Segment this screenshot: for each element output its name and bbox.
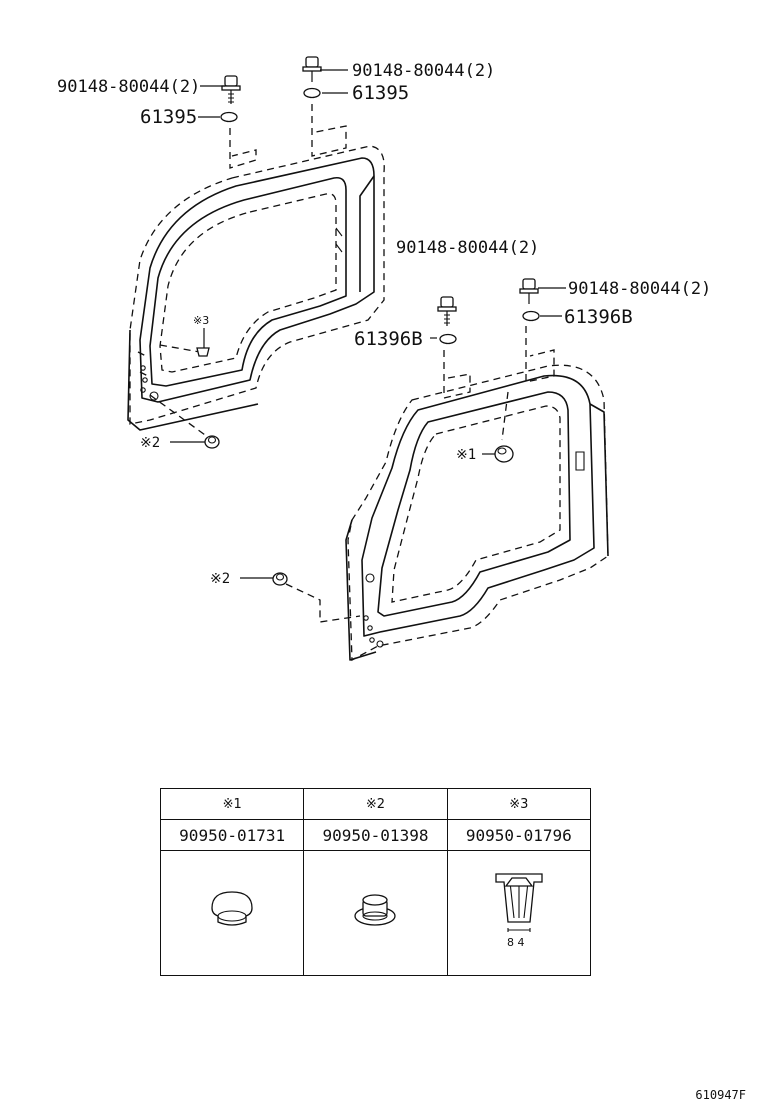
callout-bolt-center: 90148-80044(2) bbox=[352, 61, 495, 81]
callout-mark2-front: ※2 bbox=[140, 435, 160, 451]
round-plug-icon bbox=[494, 445, 514, 463]
legend-part-number: 90950-01796 bbox=[446, 819, 592, 851]
rear-door-opening-frame bbox=[285, 326, 609, 662]
legend-mark: ※1 bbox=[159, 788, 305, 820]
callout-mark2-rear: ※2 bbox=[210, 571, 230, 587]
washer-icon bbox=[220, 111, 238, 123]
round-plug-icon bbox=[211, 891, 253, 926]
diagram-id: 610947F bbox=[695, 1088, 746, 1102]
legend-picture bbox=[303, 850, 448, 976]
legend-part-number: 90950-01398 bbox=[303, 819, 448, 851]
front-door-opening-frame bbox=[127, 104, 385, 441]
callout-bolt-rear-right: 90148-80044(2) bbox=[568, 279, 711, 299]
callout-mark1-rear: ※1 bbox=[456, 447, 476, 463]
legend-part-number-row: 90950-01731 90950-01398 90950-01796 bbox=[159, 819, 592, 851]
grommet-icon bbox=[272, 572, 288, 586]
callout-washer-rear-right: 61396B bbox=[564, 306, 633, 328]
bolt-icon bbox=[302, 56, 322, 82]
callout-washer-rear-left: 61396B bbox=[354, 328, 423, 350]
washer-icon bbox=[439, 333, 457, 345]
legend-mark: ※2 bbox=[303, 788, 448, 820]
callout-bolt-left: 90148-80044(2) bbox=[57, 77, 200, 97]
callout-bolt-rear-left: 90148-80044(2) bbox=[396, 238, 539, 258]
legend-table: ※1 ※2 ※3 90950-01731 90950-01398 90950-0… bbox=[159, 788, 592, 976]
legend-picture-row: 8 4 bbox=[159, 850, 592, 976]
bolt-icon bbox=[221, 75, 241, 104]
clip-dimension: 8 4 bbox=[507, 936, 525, 949]
legend-mark-row: ※1 ※2 ※3 bbox=[159, 788, 592, 820]
bolt-icon bbox=[519, 278, 539, 304]
legend-mark: ※3 bbox=[446, 788, 592, 820]
legend-picture: 8 4 bbox=[446, 850, 592, 976]
washer-icon bbox=[303, 87, 321, 99]
legend-picture bbox=[159, 850, 305, 976]
clip-icon bbox=[196, 347, 210, 357]
clip-icon: 8 4 bbox=[495, 873, 543, 949]
grommet-icon bbox=[204, 435, 220, 449]
grommet-icon bbox=[354, 894, 397, 926]
legend-part-number: 90950-01731 bbox=[159, 819, 305, 851]
callout-mark3-front: ※3 bbox=[193, 314, 209, 327]
callout-washer-center: 61395 bbox=[352, 82, 409, 104]
washer-icon bbox=[522, 310, 540, 322]
callout-washer-left: 61395 bbox=[140, 106, 197, 128]
bolt-icon bbox=[437, 296, 457, 326]
